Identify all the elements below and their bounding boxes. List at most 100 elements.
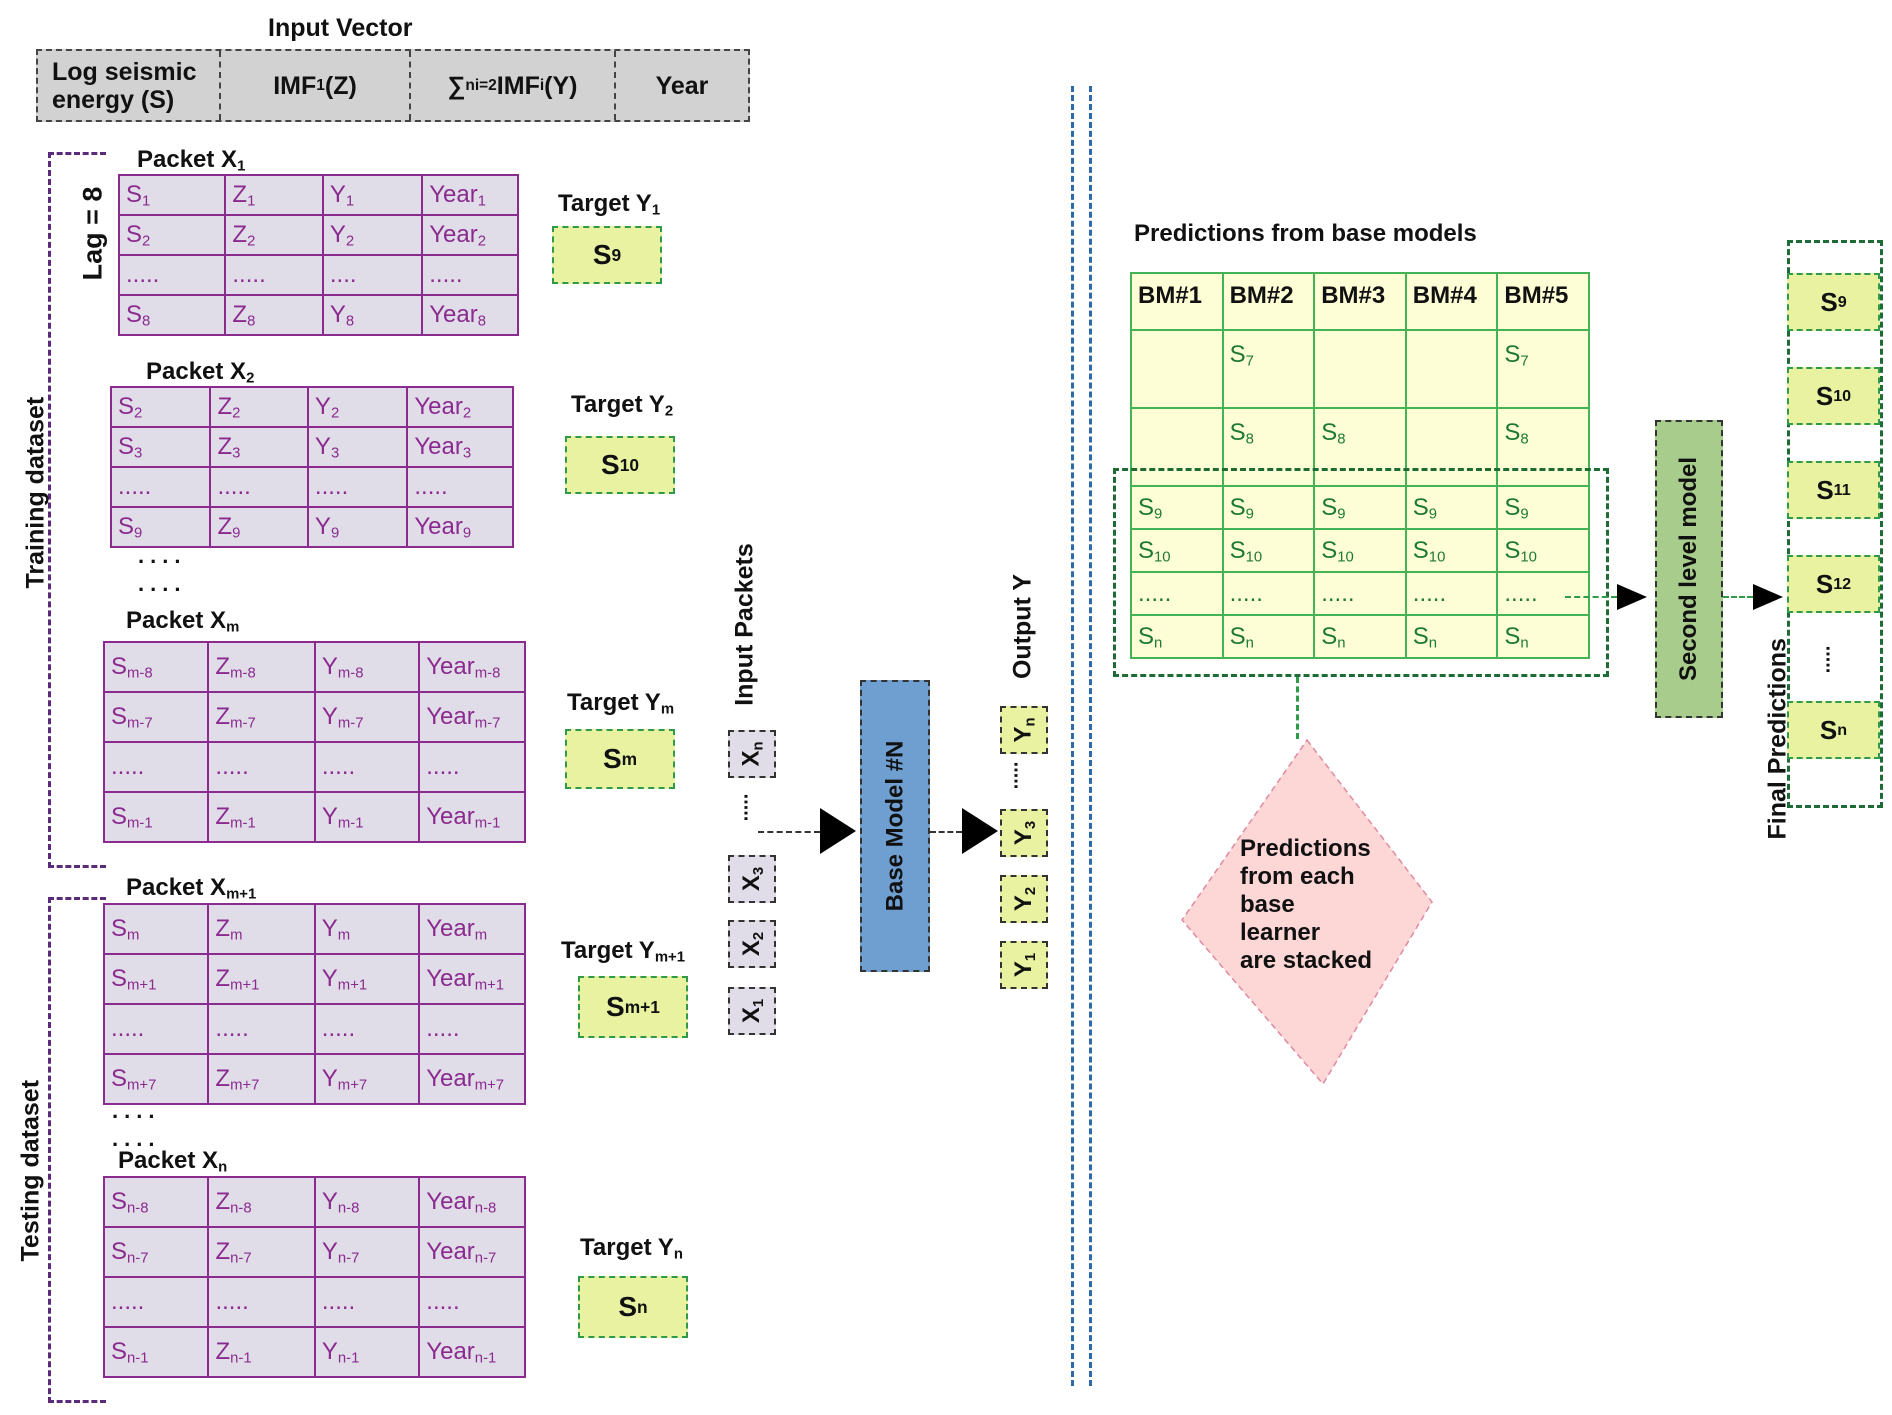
packet-cell: Yn-1 (313, 1326, 421, 1378)
second-level-model-box[interactable]: Second level model (1655, 420, 1723, 718)
packet-label: Packet X2 (146, 358, 255, 387)
prediction-cell: Sn (1221, 614, 1316, 659)
packet-cell: Y2 (306, 386, 409, 428)
packet-cell: ..... (102, 741, 210, 793)
packet-cell: Ym-7 (313, 691, 421, 743)
packet-cell: ..... (102, 1003, 210, 1055)
base-model-label: Base Model #N (881, 740, 908, 912)
packet-cell: ..... (418, 1276, 526, 1328)
output-y-box[interactable]: Y2 (1000, 875, 1048, 923)
output-y-label: Yn (1009, 717, 1039, 743)
packet-cell: ..... (109, 466, 212, 508)
prediction-cell (1313, 329, 1407, 409)
input-packet-label: X1 (737, 998, 767, 1024)
packet-cell: Ym+1 (313, 953, 421, 1005)
packet-cell: Year2 (406, 386, 514, 428)
packet-cell: Sm+1 (102, 953, 210, 1005)
packet-row: .................... (102, 1276, 526, 1328)
prediction-cell: S8 (1313, 407, 1407, 487)
arrow-to-output-icon (962, 808, 998, 854)
packet-cell: Y3 (306, 426, 409, 468)
packet-cell: Zm+1 (207, 953, 316, 1005)
packet-cell: Sn-7 (102, 1226, 210, 1278)
training-dataset-label: Training dataset (21, 396, 50, 589)
packet-cell: Sn-1 (102, 1326, 210, 1378)
packet-cell: ..... (418, 741, 526, 793)
packet-cell: ..... (207, 1003, 316, 1055)
input-vector-title: Input Vector (268, 14, 413, 42)
packet-cell: Yearm (418, 903, 526, 955)
input-packet-box[interactable]: X2 (728, 920, 776, 968)
packet-label: Packet Xn (118, 1147, 228, 1176)
packet-cell: ..... (406, 466, 514, 508)
packet-cell: ..... (102, 1276, 210, 1328)
packet-cell: Ym+7 (313, 1053, 421, 1105)
packet-cell: Yearm-1 (418, 791, 526, 843)
input-packet-box[interactable]: Xn (728, 730, 776, 778)
prediction-cell: Sn (1404, 614, 1499, 659)
input-packet-label: Xn (737, 741, 767, 767)
packet-cell: Ym (313, 903, 421, 955)
input-packet-box[interactable]: X3 (728, 855, 776, 903)
prediction-cell: ..... (1496, 571, 1590, 616)
prediction-cell: ..... (1130, 571, 1224, 616)
input-connector-line (758, 831, 820, 833)
target-label: Target Ym+1 (561, 937, 685, 966)
packet-cell: Yearm+1 (418, 953, 526, 1005)
packet-cell: Y2 (321, 214, 424, 256)
final-ellipsis: ..... (1812, 645, 1835, 674)
prediction-header-cell: BM#2 (1221, 272, 1316, 331)
packet-cell: ..... (306, 466, 409, 508)
packet-cell: S1 (117, 174, 227, 216)
output-y-box[interactable]: Yn (1000, 706, 1048, 754)
testing-dataset-label: Testing dataset (16, 1079, 45, 1262)
packet-cell: S2 (109, 386, 212, 428)
output-y-box[interactable]: Y3 (1000, 809, 1048, 857)
packet-cell: Y9 (306, 506, 409, 548)
ellipsis-training-1: .... (138, 543, 187, 568)
packet-cell: Z2 (224, 214, 324, 256)
packet-cell: Zm-8 (207, 641, 316, 693)
prediction-cell: S8 (1496, 407, 1590, 487)
base-model-box[interactable]: Base Model #N (860, 680, 930, 972)
output-y-label: Y3 (1009, 820, 1039, 846)
packet-cell: Year9 (406, 506, 514, 548)
output-y-box[interactable]: Y1 (1000, 941, 1048, 989)
prediction-cell (1404, 407, 1499, 487)
input-packet-box[interactable]: X1 (728, 987, 776, 1035)
pred-to-second-level-line (1565, 596, 1617, 598)
packet-cell: Sm+7 (102, 1053, 210, 1105)
packet-cell: Sn-8 (102, 1176, 210, 1228)
input-vector-cell-year: Year (655, 71, 709, 100)
packet-cell: Yn-7 (313, 1226, 421, 1278)
packet-cell: Yn-8 (313, 1176, 421, 1228)
input-packet-label: X2 (737, 931, 767, 957)
packet-cell: Y8 (321, 294, 424, 336)
testing-bracket (48, 897, 106, 1403)
packet-cell: Zm-1 (207, 791, 316, 843)
prediction-cell: ..... (1313, 571, 1407, 616)
packet-cell: Year1 (421, 174, 519, 216)
prediction-cell: S10 (1221, 528, 1316, 573)
prediction-cell: S9 (1221, 485, 1316, 530)
packet-cell: Yearm+7 (418, 1053, 526, 1105)
